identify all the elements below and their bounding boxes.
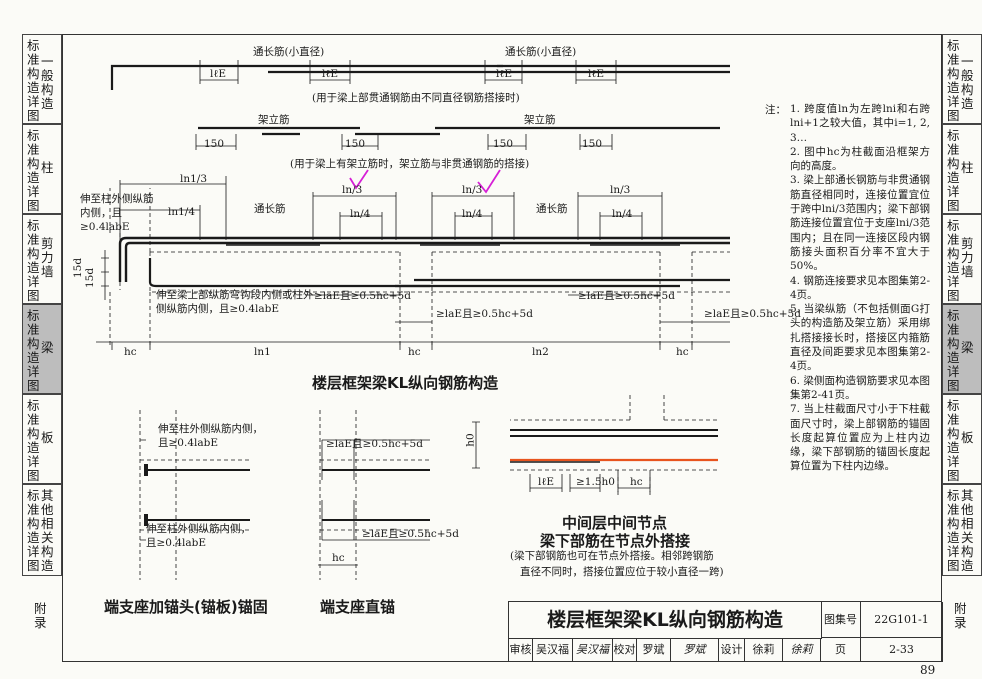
note-item: 4. 钢筋连接要求见本图集第2-4页。: [790, 274, 930, 301]
title-block: 楼层框架梁KL纵向钢筋构造 图集号 22G101-1 审核 吴汉福 吴汉福 校对…: [508, 601, 943, 662]
left-tab-beam[interactable]: 标准构造详图梁: [22, 304, 62, 394]
det2-title: 端支座直锚: [320, 598, 396, 616]
tongchang-label-1: 通长筋: [254, 203, 286, 215]
note-item: 2. 图中hc为柱截面沿框架方向的高度。: [790, 145, 930, 173]
anchor-label-3: ≥laE且≥0.5hc+5d: [578, 290, 675, 302]
jiali-label-2: 架立筋: [524, 114, 556, 126]
d150-label-2: 150: [345, 138, 366, 150]
review-label: 审核: [509, 638, 533, 662]
notes-title: 注：: [765, 104, 786, 116]
tongchang-label-2: 通长筋: [536, 203, 568, 215]
det2-anchor-1: ≥laE且≥0.5hc+5d: [326, 438, 423, 450]
top-note-1: (用于梁上部贯通钢筋由不同直径钢筋搭接时): [312, 92, 520, 104]
d150-label-3: 150: [493, 138, 514, 150]
det3-title-1: 中间层中间节点: [562, 514, 668, 532]
page-label: 页: [821, 638, 861, 662]
det3-lle-label: lℓE: [538, 476, 555, 488]
ln3-label-b: ln/3: [342, 184, 363, 196]
det2-anchor-2: ≥laE且≥0.5hc+5d: [362, 528, 459, 540]
d15-label-2: 15d: [84, 267, 97, 289]
note-item: 6. 梁侧面构造钢筋要求见本图集第2-41页。: [790, 374, 930, 401]
anchor-label-4: ≥laE且≥0.5hc+5d: [704, 308, 801, 320]
det3-h15-label: ≥1.5h0: [576, 476, 615, 488]
left-tab-general[interactable]: 标准构造详图一般构造: [22, 34, 62, 124]
design-label: 设计: [719, 638, 745, 662]
right-tab-column-detail[interactable]: 标准构造详图柱: [942, 124, 982, 214]
det3-note-1: (梁下部钢筋也可在节点外搭接。相邻跨钢筋: [510, 550, 714, 562]
left-tab-appendix[interactable]: 附录: [34, 601, 47, 630]
left-tab-shear-wall[interactable]: 标准构造详图剪力墙: [22, 214, 62, 304]
ln4-label-d: ln/4: [612, 208, 633, 220]
det1-note-1: 伸至柱外侧纵筋内侧，且≥0.4labE: [158, 423, 263, 450]
designer-signature: 徐莉: [783, 638, 821, 662]
det1-note-2: 伸至柱外侧纵筋内侧，且≥0.4labE: [146, 523, 251, 550]
page-number: 89: [920, 663, 936, 677]
left-note: 伸至柱外侧纵筋内侧，且≥0.4labE: [80, 193, 154, 234]
note-item: 5. 当梁纵筋（不包括侧面G打头的构造筋及架立筋）采用绑扎搭接接长时，搭接区内箍…: [790, 303, 930, 373]
drawing-frame: [62, 34, 942, 662]
designer-name: 徐莉: [745, 638, 783, 662]
note-item: 1. 跨度值ln为左跨lni和右跨lni+1之较大值，其中i=1, 2, 3…: [790, 103, 930, 144]
ln3-label-a: ln1/3: [180, 173, 208, 185]
left-tab-slab[interactable]: 标准构造详图板: [22, 394, 62, 484]
det3-title-2: 梁下部筋在节点外搭接: [540, 532, 691, 550]
ln4-label-c: ln/4: [462, 208, 483, 220]
checker-signature: 罗斌: [671, 638, 719, 662]
lle-label-4: lℓE: [588, 68, 605, 80]
check-label: 校对: [613, 638, 637, 662]
left-tab-other[interactable]: 标准构造详图其他相关构造: [22, 484, 62, 576]
bottom-note: 伸至梁上部纵筋弯钩段内侧或柱外侧纵筋内侧，且≥0.4labE: [156, 289, 314, 316]
d150-label-1: 150: [204, 138, 225, 150]
d15-label-1: 15d: [72, 257, 85, 279]
checker-name: 罗斌: [637, 638, 671, 662]
page-code: 2-33: [861, 638, 943, 662]
notes-list: 1. 跨度值ln为左跨lni和右跨lni+1之较大值，其中i=1, 2, 3… …: [790, 102, 930, 474]
right-tab-other[interactable]: 标准构造详图其他相关构造: [942, 484, 982, 576]
anchor-label-2: ≥laE且≥0.5hc+5d: [436, 308, 533, 320]
left-tab-column-detail[interactable]: 标准构造详图柱: [22, 124, 62, 214]
lle-label-2: lℓE: [322, 68, 339, 80]
reviewer-name: 吴汉福: [533, 638, 573, 662]
top-note-2: (用于梁上有架立筋时，架立筋与非贯通钢筋的搭接): [290, 158, 530, 170]
det1-title: 端支座加锚头(锚板)锚固: [104, 598, 268, 616]
right-tab-beam[interactable]: 标准构造详图梁: [942, 304, 982, 394]
anchor-label-1: ≥laE且≥0.5hc+5d: [314, 290, 411, 302]
lle-label-3: lℓE: [496, 68, 513, 80]
title-block-title: 楼层框架梁KL纵向钢筋构造: [509, 602, 822, 639]
lle-label-1: lℓE: [210, 68, 227, 80]
det2-hc-label: hc: [332, 552, 345, 564]
ln3-label-c: ln/3: [462, 184, 483, 196]
det3-hc-label: hc: [630, 476, 643, 488]
top-tongchang-label-1: 通长筋(小直径): [253, 46, 325, 58]
main-title: 楼层框架梁KL纵向钢筋构造: [312, 374, 499, 392]
det3-note-2: 直径不同时，搭接位置应位于较小直径一跨): [520, 566, 724, 578]
top-tongchang-label-2: 通长筋(小直径): [505, 46, 577, 58]
right-tab-shear-wall[interactable]: 标准构造详图剪力墙: [942, 214, 982, 304]
atlas-label: 图集号: [821, 602, 861, 638]
ln4-label-b: ln/4: [350, 208, 371, 220]
hc-label-3: hc: [676, 346, 689, 358]
jiali-label-1: 架立筋: [258, 114, 290, 126]
hc-label-2: hc: [408, 346, 421, 358]
right-tab-slab[interactable]: 标准构造详图板: [942, 394, 982, 484]
ln3-label-d: ln/3: [610, 184, 631, 196]
d150-label-4: 150: [582, 138, 603, 150]
reviewer-signature: 吴汉福: [573, 638, 613, 662]
note-item: 3. 梁上部通长钢筋与非贯通钢筋直径相同时，连接位置宜位于跨中lni/3范围内；…: [790, 174, 930, 273]
hc-label-1: hc: [124, 346, 137, 358]
ln4-label-a: ln1/4: [168, 206, 196, 218]
ln2-label: ln2: [532, 346, 549, 358]
ln1-label: ln1: [254, 346, 271, 358]
right-tab-appendix[interactable]: 附录: [954, 601, 967, 630]
note-item: 7. 当上柱截面尺寸小于下柱截面尺寸时，梁上部钢筋的锚固长度起算位置应为上柱内边…: [790, 403, 930, 473]
atlas-number: 22G101-1: [861, 602, 943, 638]
h0-label: h0: [464, 433, 477, 447]
